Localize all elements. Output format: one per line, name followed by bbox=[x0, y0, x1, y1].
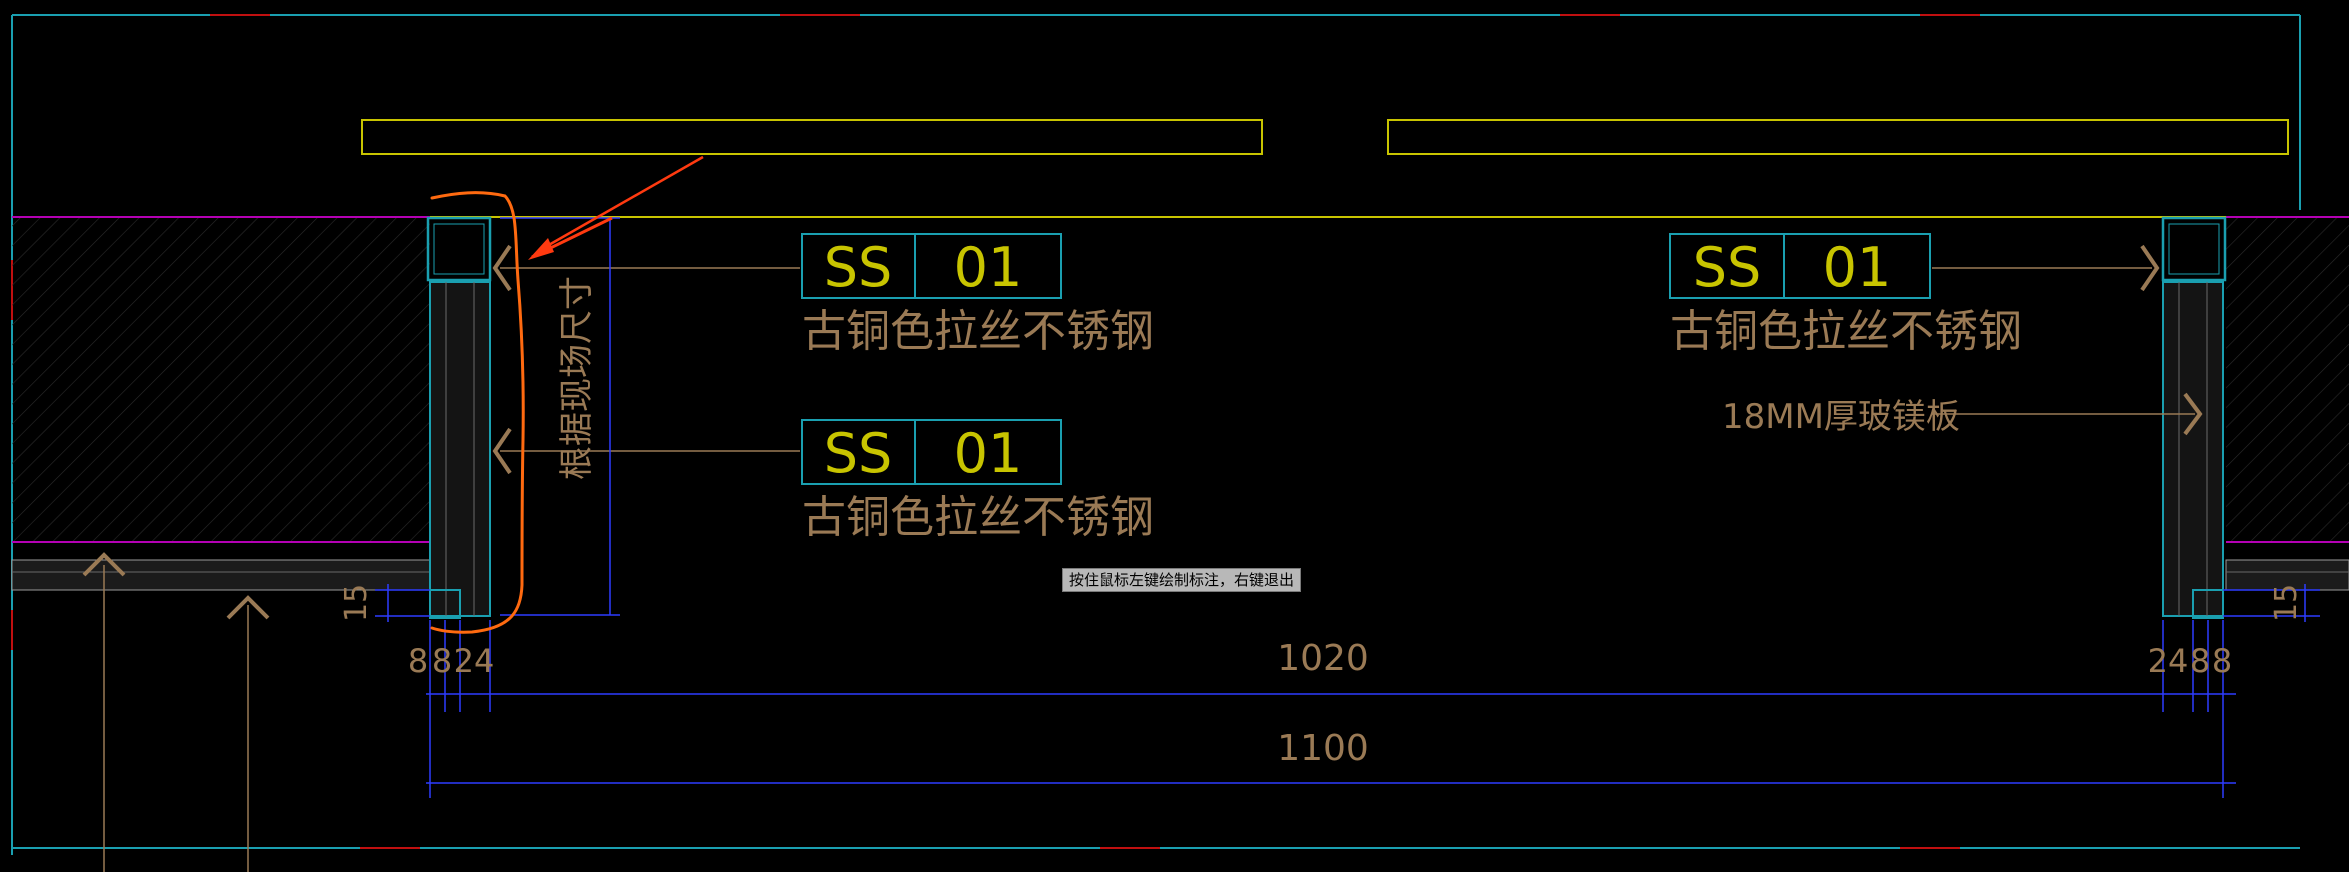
tag-number: 01 bbox=[954, 236, 1023, 299]
red-markup-arrow bbox=[528, 155, 704, 260]
board-material-note: 18MM厚玻镁板 bbox=[1722, 397, 1960, 437]
tag-material-label: 古铜色拉丝不锈钢 bbox=[1670, 306, 2022, 357]
dim-left-2: 8 bbox=[432, 642, 452, 680]
dim-overall-width: 1100 bbox=[1277, 728, 1369, 769]
leader-lines bbox=[492, 244, 2203, 475]
orange-freehand-markup bbox=[430, 191, 525, 634]
material-tag-1[interactable]: SS 01 古铜色拉丝不锈钢 bbox=[801, 233, 1154, 357]
right-wall-section bbox=[2225, 216, 2349, 591]
dim-right-2: 8 bbox=[2190, 642, 2210, 680]
command-prompt-tooltip: 按住鼠标左键绘制标注，右键退出 bbox=[1062, 568, 1302, 592]
left-door-frame bbox=[426, 216, 492, 619]
tag-material-label: 古铜色拉丝不锈钢 bbox=[802, 306, 1154, 357]
left-wall-section bbox=[11, 216, 431, 591]
dim-right-1: 24 bbox=[2148, 642, 2189, 680]
field-dimension-note: 根据现场尺寸 bbox=[557, 276, 597, 480]
top-yellow-bars bbox=[361, 119, 2349, 218]
tag-material-label: 古铜色拉丝不锈钢 bbox=[802, 492, 1154, 543]
dim-right-3: 8 bbox=[2212, 642, 2232, 680]
dim-left-small: 15 bbox=[339, 584, 374, 622]
tag-number: 01 bbox=[954, 422, 1023, 485]
drawing-frame bbox=[11, 14, 2301, 855]
dim-right-small: 15 bbox=[2269, 584, 2304, 622]
right-door-frame bbox=[2161, 216, 2227, 619]
dim-inner-width: 1020 bbox=[1277, 638, 1369, 679]
section-reference-lines bbox=[82, 552, 270, 872]
tag-code: SS bbox=[824, 236, 893, 299]
tag-code: SS bbox=[1693, 236, 1762, 299]
material-tag-3[interactable]: SS 01 古铜色拉丝不锈钢 bbox=[1669, 233, 2022, 357]
material-tag-2[interactable]: SS 01 古铜色拉丝不锈钢 bbox=[801, 419, 1154, 543]
tag-number: 01 bbox=[1823, 236, 1892, 299]
dim-left-3: 24 bbox=[454, 642, 495, 680]
dim-left-1: 8 bbox=[408, 642, 428, 680]
field-dimension-line bbox=[500, 217, 620, 616]
dimension-lines bbox=[375, 584, 2320, 798]
tag-code: SS bbox=[824, 422, 893, 485]
